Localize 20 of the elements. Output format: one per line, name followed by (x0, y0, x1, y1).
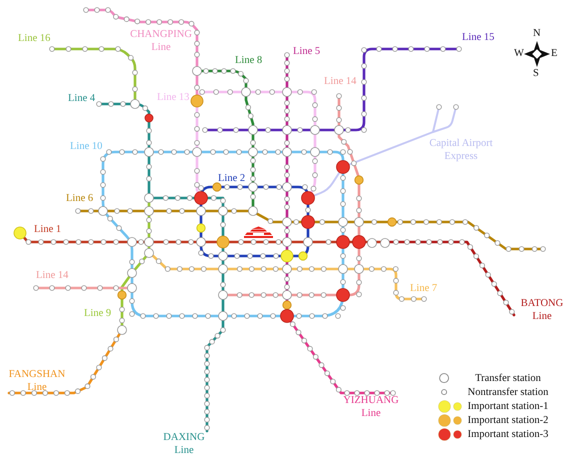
line-name: Line 5 (293, 45, 320, 58)
line-name: Capital Airport Express (428, 137, 494, 163)
legend-text: Important station-1 (466, 400, 550, 412)
line-name: Line 16 (18, 32, 50, 45)
compass-direction: E (551, 47, 558, 60)
legend-text: Important station-2 (466, 414, 550, 426)
legend-text: Transfer station (474, 372, 542, 384)
line-name: Line 15 (462, 31, 494, 44)
compass-direction: W (514, 47, 524, 60)
compass-direction: S (533, 67, 539, 80)
compass-direction: N (533, 27, 541, 40)
legend-text: Nontransfer station (466, 386, 550, 398)
line-name: FANGSHAN Line (8, 368, 66, 394)
line-name: Line 8 (235, 54, 262, 67)
line-name: YIZHUANG Line (342, 394, 400, 420)
line-name: Line 7 (410, 282, 438, 295)
line-name: DAXING Line (162, 431, 206, 457)
legend-text: Important station-3 (466, 428, 550, 440)
line-name: CHANGPING Line (129, 28, 193, 54)
line-name: BATONG Line (520, 297, 564, 323)
